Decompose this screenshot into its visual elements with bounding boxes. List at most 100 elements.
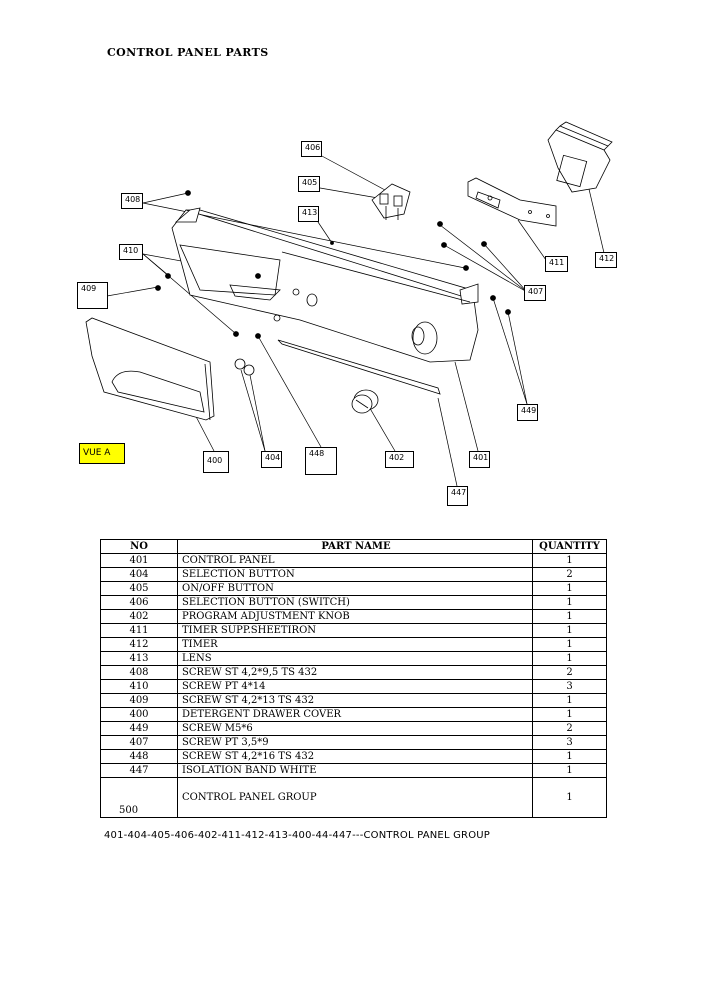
header-no: NO	[100, 539, 178, 554]
header-part-name: PART NAME	[177, 539, 533, 554]
part-name-cell: CONTROL PANEL	[177, 553, 533, 568]
part-quantity-cell: 1	[532, 623, 607, 638]
part-quantity-cell: 2	[532, 665, 607, 680]
part-name-cell: SCREW ST 4,2*13 TS 432	[177, 693, 533, 708]
part-number-cell: 402	[100, 609, 178, 624]
part-quantity-cell: 3	[532, 735, 607, 750]
part-quantity-cell: 1	[532, 581, 607, 596]
drawer-cover-part	[85, 317, 215, 421]
part-name-cell: TIMER	[177, 637, 533, 652]
part-number-cell: 412	[100, 637, 178, 652]
callout-411: 411	[545, 256, 568, 272]
part-quantity-cell: 2	[532, 567, 607, 582]
callout-413: 413	[298, 206, 319, 222]
group-name-cell: CONTROL PANEL GROUP	[177, 777, 533, 818]
part-name-cell: TIMER SUPP.SHEETIRON	[177, 623, 533, 638]
part-quantity-cell: 3	[532, 679, 607, 694]
knob-part	[351, 389, 379, 414]
screws	[155, 190, 511, 339]
part-quantity-cell: 1	[532, 749, 607, 764]
switch-part	[371, 183, 411, 220]
timer-support-part	[467, 177, 557, 227]
control-panel-part	[171, 207, 479, 363]
part-name-cell: SCREW PT 3,5*9	[177, 735, 533, 750]
part-quantity-cell: 1	[532, 609, 607, 624]
part-name-cell: SELECTION BUTTON (SWITCH)	[177, 595, 533, 610]
timer-part	[547, 121, 613, 193]
part-number-cell: 404	[100, 567, 178, 582]
callout-408: 408	[121, 193, 143, 209]
part-name-cell: LENS	[177, 651, 533, 666]
part-number-cell: 449	[100, 721, 178, 736]
part-name-cell: SELECTION BUTTON	[177, 567, 533, 582]
callout-412: 412	[595, 252, 617, 268]
part-number-cell: 401	[100, 553, 178, 568]
group-composition-note: 401-404-405-406-402-411-412-413-400-44-4…	[104, 830, 491, 841]
part-quantity-cell: 1	[532, 651, 607, 666]
group-number-cell: 500	[100, 777, 178, 818]
part-name-cell: DETERGENT DRAWER COVER	[177, 707, 533, 722]
part-number-cell: 406	[100, 595, 178, 610]
part-name-cell: SCREW M5*6	[177, 721, 533, 736]
part-quantity-cell: 1	[532, 763, 607, 778]
selection-button-part	[234, 358, 255, 376]
exploded-parts-diagram	[85, 121, 613, 487]
callout-409: 409	[77, 282, 108, 309]
leader-lines	[106, 154, 605, 487]
part-quantity-cell: 1	[532, 637, 607, 652]
part-quantity-cell: 2	[532, 721, 607, 736]
callout-407: 407	[524, 285, 546, 301]
callout-406: 406	[301, 141, 322, 157]
callout-448: 448	[305, 447, 337, 475]
part-quantity-cell: 1	[532, 693, 607, 708]
callout-404: 404	[261, 451, 282, 468]
part-quantity-cell: 1	[532, 553, 607, 568]
group-quantity-cell: 1	[532, 777, 607, 818]
callout-447: 447	[447, 486, 468, 506]
part-number-cell: 447	[100, 763, 178, 778]
part-name-cell: ISOLATION BAND WHITE	[177, 763, 533, 778]
view-label: VUE A	[79, 443, 125, 464]
page-title: CONTROL PANEL PARTS	[107, 46, 269, 59]
part-number-cell: 448	[100, 749, 178, 764]
part-number-cell: 411	[100, 623, 178, 638]
part-quantity-cell: 1	[532, 707, 607, 722]
part-number-cell: 413	[100, 651, 178, 666]
callout-405: 405	[298, 176, 320, 192]
part-number-cell: 410	[100, 679, 178, 694]
part-name-cell: PROGRAM ADJUSTMENT KNOB	[177, 609, 533, 624]
part-quantity-cell: 1	[532, 595, 607, 610]
callout-449: 449	[517, 404, 538, 421]
callout-402: 402	[385, 451, 414, 468]
isolation-band-part	[277, 339, 441, 395]
part-name-cell: SCREW ST 4,2*9,5 TS 432	[177, 665, 533, 680]
callout-401: 401	[469, 451, 490, 468]
part-name-cell: SCREW ST 4,2*16 TS 432	[177, 749, 533, 764]
part-number-cell: 400	[100, 707, 178, 722]
header-quantity: QUANTITY	[532, 539, 607, 554]
part-number-cell: 408	[100, 665, 178, 680]
part-number-cell: 405	[100, 581, 178, 596]
table-header-row: NO PART NAME QUANTITY	[100, 539, 607, 554]
part-number-cell: 407	[100, 735, 178, 750]
callout-410: 410	[119, 244, 143, 260]
part-name-cell: ON/OFF BUTTON	[177, 581, 533, 596]
callout-400: 400	[203, 451, 229, 473]
part-name-cell: SCREW PT 4*14	[177, 679, 533, 694]
